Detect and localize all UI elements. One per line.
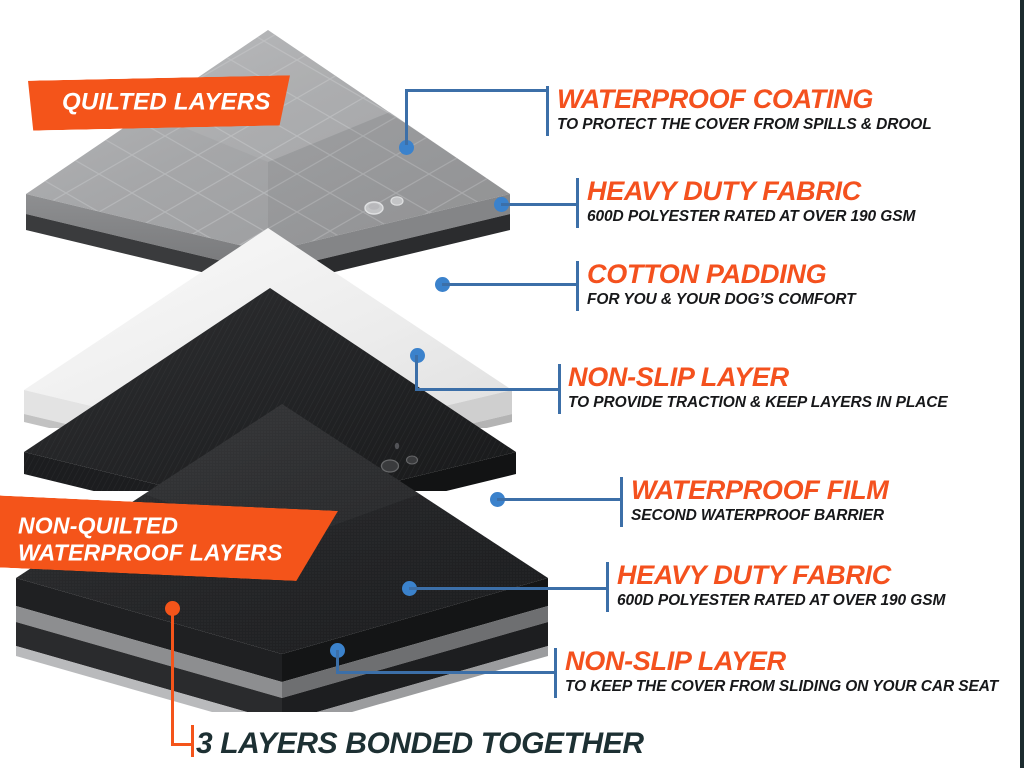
callout-title-waterproof-coating: WATERPROOF COATING (557, 84, 874, 114)
leader-vline-waterproof-coating (405, 89, 408, 145)
leader-vline-3-layers-bonded (171, 608, 174, 746)
leader-vline-non-slip-layer-top (415, 355, 418, 391)
callout-cotton-padding: COTTON PADDING FOR YOU & YOUR DOG’S COMF… (587, 259, 856, 309)
water-droplet-icon (380, 442, 419, 473)
leader-hline-non-slip-layer-bottom (336, 671, 556, 674)
leader-vline-non-slip-layer-bottom (336, 650, 339, 674)
callout-subtitle-non-slip-layer-bottom: TO KEEP THE COVER FROM SLIDING ON YOUR C… (565, 678, 999, 695)
leader-vbar-3-layers-bonded (191, 725, 194, 757)
leader-hline-non-slip-layer-top (415, 388, 560, 391)
callout-non-slip-layer-bottom: NON-SLIP LAYER TO KEEP THE COVER FROM SL… (565, 646, 999, 696)
leader-vbar-waterproof-coating (546, 86, 549, 136)
leader-vbar-waterproof-film (620, 477, 623, 527)
banner-quilted-label: QUILTED LAYERS (62, 88, 271, 116)
callout-heavy-duty-fabric-bottom: HEAVY DUTY FABRIC 600D POLYESTER RATED A… (617, 560, 946, 610)
callout-subtitle-waterproof-film: SECOND WATERPROOF BARRIER (631, 507, 884, 524)
leader-vbar-non-slip-layer-top (558, 364, 561, 414)
banner-non-quilted-line2: WATERPROOF LAYERS (18, 539, 283, 566)
banner-non-quilted-line1: NON-QUILTED (18, 512, 179, 539)
callout-waterproof-coating: WATERPROOF COATING TO PROTECT THE COVER … (557, 84, 932, 134)
callout-subtitle-non-slip-layer-top: TO PROVIDE TRACTION & KEEP LAYERS IN PLA… (568, 394, 948, 411)
bottom-caption-3-layers-bonded: 3 LAYERS BONDED TOGETHER (196, 727, 644, 760)
leader-vbar-cotton-padding (576, 261, 579, 311)
leader-hline-waterproof-coating (405, 89, 548, 92)
callout-non-slip-layer-top: NON-SLIP LAYER TO PROVIDE TRACTION & KEE… (568, 362, 948, 412)
leader-hline-cotton-padding (442, 283, 578, 286)
callout-title-non-slip-layer-top: NON-SLIP LAYER (568, 362, 789, 392)
callout-title-cotton-padding: COTTON PADDING (587, 259, 827, 289)
leader-vbar-heavy-duty-fabric-bottom (606, 562, 609, 612)
callout-waterproof-film: WATERPROOF FILM SECOND WATERPROOF BARRIE… (631, 475, 889, 525)
leader-hline-3-layers-bonded (171, 743, 193, 746)
leader-dot-waterproof-coating (399, 140, 414, 155)
leader-hline-heavy-duty-fabric-bottom (409, 587, 608, 590)
callout-subtitle-waterproof-coating: TO PROTECT THE COVER FROM SPILLS & DROOL (557, 116, 932, 133)
callout-title-heavy-duty-fabric-top: HEAVY DUTY FABRIC (587, 176, 861, 206)
banner-quilted-layers: QUILTED LAYERS (28, 75, 290, 130)
callout-heavy-duty-fabric-top: HEAVY DUTY FABRIC 600D POLYESTER RATED A… (587, 176, 916, 226)
leader-hline-waterproof-film (497, 498, 622, 501)
leader-hline-heavy-duty-fabric-top (501, 203, 578, 206)
leader-vbar-non-slip-layer-bottom (554, 648, 557, 698)
callout-subtitle-heavy-duty-fabric-bottom: 600D POLYESTER RATED AT OVER 190 GSM (617, 592, 946, 609)
callout-subtitle-heavy-duty-fabric-top: 600D POLYESTER RATED AT OVER 190 GSM (587, 208, 916, 225)
callout-title-non-slip-layer-bottom: NON-SLIP LAYER (565, 646, 786, 676)
water-droplet-icon (364, 196, 404, 215)
leader-vbar-heavy-duty-fabric-top (576, 178, 579, 228)
callout-subtitle-cotton-padding: FOR YOU & YOUR DOG’S COMFORT (587, 291, 856, 308)
callout-title-waterproof-film: WATERPROOF FILM (631, 475, 889, 505)
callout-title-heavy-duty-fabric-bottom: HEAVY DUTY FABRIC (617, 560, 891, 590)
